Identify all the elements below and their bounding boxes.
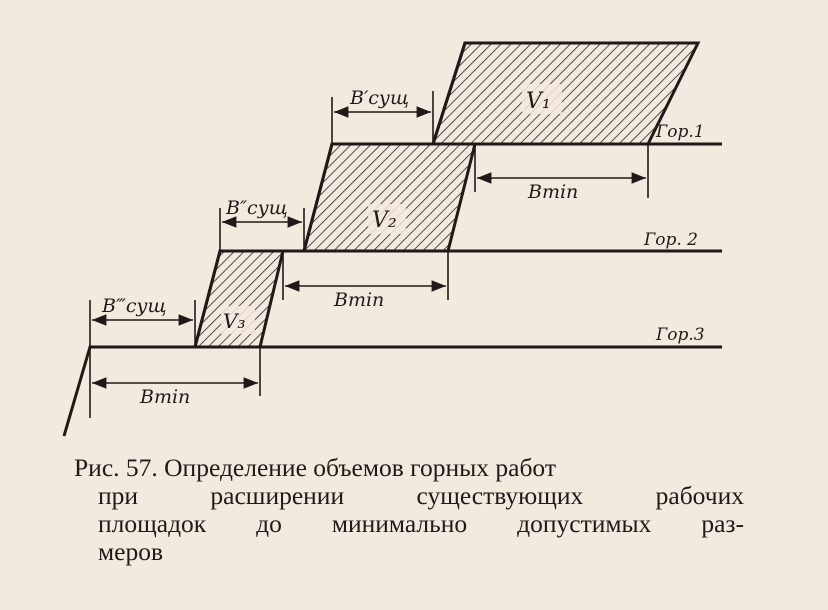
- dimension-extension-lines: [89, 91, 649, 418]
- figure-caption: Рис. 57. Определение объемов горных рабо…: [74, 454, 744, 566]
- b-min-3-label: Bmin: [139, 386, 190, 408]
- caption-line-1: Рис. 57. Определение объемов горных рабо…: [74, 453, 556, 482]
- b-min-1-label: Bmin: [527, 181, 578, 203]
- volume-v3-label: V₃: [223, 309, 245, 333]
- b-min-2-label: Bmin: [333, 289, 384, 311]
- b-exist-1-label: B′сущ: [349, 87, 409, 109]
- horizon-1-label: Гор.1: [655, 122, 705, 142]
- horizon-3-label: Гор.3: [655, 325, 705, 345]
- volume-v1-label: V₁: [526, 89, 551, 114]
- volume-v2-label: V₂: [372, 208, 397, 233]
- b-exist-2-label: B″сущ: [225, 197, 288, 219]
- horizon-2-label: Гор. 2: [643, 230, 698, 250]
- caption-line-4: меров: [98, 537, 163, 566]
- volume-v2-area: [302, 142, 477, 253]
- b-exist-3-label: B‴сущ: [101, 295, 167, 317]
- caption-line-3: площадок до минимально допустимых раз-: [98, 509, 744, 538]
- caption-line-2: при расширении существующих рабочих: [98, 481, 744, 510]
